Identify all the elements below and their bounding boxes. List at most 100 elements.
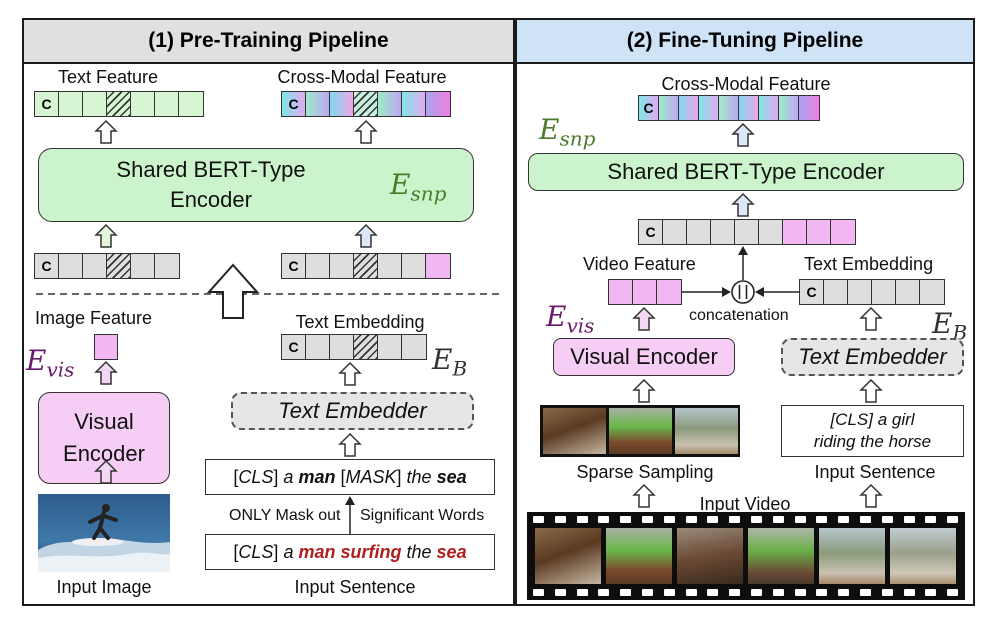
feature-cell bbox=[59, 92, 83, 116]
film-perforation bbox=[925, 516, 937, 523]
cls-cell: C bbox=[282, 335, 306, 359]
cls-cell: C bbox=[282, 254, 306, 278]
embedding-cell bbox=[872, 280, 896, 304]
embedding-cell bbox=[896, 280, 920, 304]
text-feature-vector: C bbox=[34, 91, 204, 117]
film-perforation bbox=[816, 516, 828, 523]
e-vis-symbol-right: Evis bbox=[546, 300, 594, 338]
video-embedding-cell bbox=[831, 220, 855, 244]
film-perforation bbox=[576, 589, 588, 596]
cross-modal-feature-label-right: Cross-Modal Feature bbox=[661, 74, 831, 94]
film-perforation bbox=[554, 516, 566, 523]
up-arrow-icon bbox=[354, 119, 378, 144]
text-embedder-pretrain: Text Embedder bbox=[231, 392, 474, 430]
input-sentence-label-left: Input Sentence bbox=[294, 577, 416, 597]
video-frame bbox=[677, 528, 743, 584]
film-perforation bbox=[685, 589, 697, 596]
film-perforation bbox=[751, 516, 762, 523]
mask-embedding-cell bbox=[354, 254, 378, 278]
video-frame bbox=[748, 528, 814, 584]
pretraining-title: (1) Pre-Training Pipeline bbox=[22, 18, 515, 64]
e-snp-symbol-left: Esnp bbox=[390, 168, 446, 206]
up-arrow-icon bbox=[94, 119, 118, 144]
film-perforation bbox=[620, 589, 632, 596]
film-perforation bbox=[860, 516, 871, 523]
film-perforation bbox=[794, 589, 806, 596]
image-feature-cell bbox=[94, 334, 118, 360]
video-frame bbox=[890, 528, 956, 584]
feature-cell bbox=[699, 96, 719, 120]
e-sub: snp bbox=[559, 126, 596, 151]
film-perforation bbox=[838, 589, 850, 596]
e-sub: vis bbox=[566, 313, 595, 338]
mask-note-right: Significant Words bbox=[360, 507, 485, 524]
keyword: sea bbox=[436, 466, 467, 487]
text-input-vector: C bbox=[34, 253, 180, 279]
mask-embedding-cell bbox=[107, 254, 131, 278]
film-perforation bbox=[707, 516, 719, 523]
embedding-cell bbox=[402, 335, 426, 359]
sentence-text: a girl bbox=[877, 410, 915, 429]
embedding-cell bbox=[848, 280, 872, 304]
input-sentence-box-right: [CLS] a girl riding the horse bbox=[781, 405, 964, 457]
masked-feature-cell bbox=[107, 92, 131, 116]
feature-cell bbox=[306, 92, 330, 116]
concatenation-label: concatenation bbox=[689, 307, 789, 324]
word: a bbox=[283, 466, 294, 487]
e-base: E bbox=[539, 113, 560, 146]
shared-encoder-finetune: Shared BERT-Type Encoder bbox=[528, 153, 964, 191]
cls-cell: C bbox=[35, 254, 59, 278]
word: the bbox=[406, 541, 432, 562]
feature-cell bbox=[155, 92, 179, 116]
video-feature-cell bbox=[657, 280, 681, 304]
text-embedder-finetune: Text Embedder bbox=[781, 338, 964, 376]
sentence-line-1: [CLS] a girl bbox=[830, 410, 915, 429]
up-arrow-icon bbox=[731, 192, 755, 217]
video-embedding-cell bbox=[807, 220, 831, 244]
feature-cell bbox=[779, 96, 799, 120]
up-arrow-icon bbox=[859, 378, 883, 403]
embedding-cell bbox=[920, 280, 944, 304]
feature-cell bbox=[330, 92, 354, 116]
text-embedding-vector-right: C bbox=[799, 279, 945, 305]
input-image bbox=[38, 494, 170, 572]
sampled-frame bbox=[543, 408, 606, 454]
embedding-cell bbox=[330, 254, 354, 278]
film-perforation bbox=[903, 589, 915, 596]
cls-cell: C bbox=[639, 220, 663, 244]
sparse-sampling-label: Sparse Sampling bbox=[576, 462, 714, 482]
feature-cell bbox=[402, 92, 426, 116]
embedding-cell bbox=[306, 254, 330, 278]
feature-cell bbox=[739, 96, 759, 120]
feature-cell bbox=[679, 96, 699, 120]
video-feature-label: Video Feature bbox=[583, 254, 696, 274]
cross-modal-vector-left: C bbox=[281, 91, 451, 117]
finetuning-title: (2) Fine-Tuning Pipeline bbox=[515, 18, 975, 64]
up-arrow-icon bbox=[731, 122, 755, 147]
feature-cell bbox=[131, 92, 155, 116]
embedding-cell bbox=[402, 254, 426, 278]
cls-token: CLS bbox=[238, 466, 274, 487]
embedding-cell bbox=[155, 254, 179, 278]
up-arrow-icon bbox=[859, 483, 883, 508]
image-embedding-cell bbox=[426, 254, 450, 278]
feature-cell bbox=[759, 96, 779, 120]
up-arrow-icon bbox=[859, 306, 883, 331]
e-sub: snp bbox=[410, 181, 447, 206]
film-perforation bbox=[576, 516, 588, 523]
up-arrow-icon bbox=[632, 483, 656, 508]
multimodal-input-vector: C bbox=[281, 253, 451, 279]
film-perforation bbox=[685, 516, 697, 523]
image-feature-label: Image Feature bbox=[35, 308, 153, 328]
film-perforation bbox=[881, 516, 893, 523]
left-arrows bbox=[94, 119, 378, 534]
masked-feature-cell bbox=[354, 92, 378, 116]
feature-cell bbox=[83, 92, 107, 116]
film-perforation bbox=[751, 589, 762, 596]
film-perforation bbox=[642, 589, 653, 596]
input-video-label: Input Video bbox=[699, 494, 791, 514]
visual-encoder-line-1: Visual bbox=[74, 409, 134, 434]
embedding-cell bbox=[663, 220, 687, 244]
